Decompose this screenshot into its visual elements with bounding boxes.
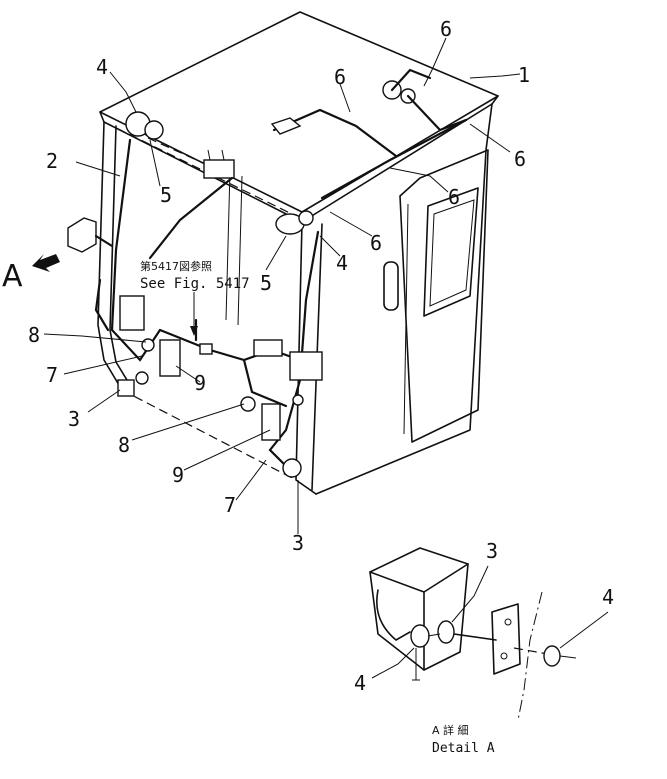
callout-3-left: 3 bbox=[68, 407, 80, 431]
callout-7-right: 7 bbox=[224, 493, 236, 517]
switch-box bbox=[289, 351, 323, 381]
callout-7-left: 7 bbox=[46, 363, 58, 387]
view-arrow-icon bbox=[32, 254, 60, 272]
callout-8-left: 8 bbox=[28, 323, 40, 347]
callout-4-detail-left: 4 bbox=[354, 671, 366, 695]
reference-note: 第5417図参照 See Fig. 5417 bbox=[140, 259, 250, 292]
detail-label-english: Detail A bbox=[432, 741, 495, 756]
note-english: See Fig. 5417 bbox=[140, 276, 250, 292]
pillar-harnesses bbox=[67, 138, 323, 478]
callout-1: 1 bbox=[518, 63, 530, 87]
cab-bottom-edge bbox=[121, 389, 297, 481]
callout-4-detail-right: 4 bbox=[602, 585, 614, 609]
detail-grommet-right bbox=[543, 645, 561, 667]
roof-harness-front bbox=[320, 118, 468, 200]
cab-roof bbox=[99, 11, 499, 213]
detail-spacer bbox=[437, 620, 455, 644]
detail-mounting-plate bbox=[491, 603, 521, 675]
cab-front-left-pillar bbox=[97, 121, 123, 391]
cab-right-side bbox=[315, 103, 493, 495]
callout-6-front: 6 bbox=[370, 231, 382, 255]
callout-4-center: 4 bbox=[336, 251, 348, 275]
detail-section-line bbox=[517, 591, 543, 721]
door-handle bbox=[383, 261, 399, 311]
cab-body bbox=[97, 11, 499, 495]
callout-9-right: 9 bbox=[172, 463, 184, 487]
window-mullion bbox=[225, 169, 243, 326]
view-arrow-a: A bbox=[2, 254, 60, 294]
clamp-right bbox=[240, 396, 256, 412]
relay-box bbox=[253, 339, 283, 357]
door-window bbox=[423, 187, 479, 317]
detail-a-view: A 詳 細 Detail A bbox=[369, 547, 609, 756]
callout-6-side: 6 bbox=[448, 185, 460, 209]
clip-bracket-left bbox=[159, 339, 181, 377]
dome-lamp bbox=[270, 117, 302, 135]
roof-harness bbox=[272, 108, 398, 158]
detail-grommet-housing bbox=[410, 624, 430, 648]
note-japanese: 第5417図参照 bbox=[140, 259, 212, 273]
callout-6-roof: 6 bbox=[334, 65, 346, 89]
callout-9-left: 9 bbox=[194, 371, 206, 395]
callout-3-right: 3 bbox=[292, 531, 304, 555]
view-marker: A bbox=[2, 259, 23, 294]
harness-right-pillar bbox=[268, 230, 320, 472]
connector bbox=[199, 343, 213, 355]
callout-5-left: 5 bbox=[160, 183, 172, 207]
wiper-motor bbox=[203, 159, 235, 179]
left-control-box bbox=[119, 295, 145, 331]
side-work-lamp bbox=[67, 217, 97, 253]
detail-lens bbox=[376, 589, 411, 641]
leader-lines bbox=[43, 37, 521, 534]
detail-label-japanese: A 詳 細 bbox=[432, 723, 469, 737]
callout-numbers: 1 6 6 6 6 6 4 4 5 5 2 8 7 9 3 8 9 7 3 3 … bbox=[28, 17, 614, 695]
callout-3-detail: 3 bbox=[486, 539, 498, 563]
callout-5-center: 5 bbox=[260, 271, 272, 295]
callout-2: 2 bbox=[46, 149, 58, 173]
clamp-left bbox=[117, 379, 135, 397]
detail-lamp-housing bbox=[369, 547, 469, 671]
clip-bracket-right bbox=[261, 403, 281, 441]
cab-door bbox=[399, 149, 489, 443]
roof-parts bbox=[125, 68, 468, 260]
callout-6-rear: 6 bbox=[514, 147, 526, 171]
callout-8-right: 8 bbox=[118, 433, 130, 457]
callout-6-top: 6 bbox=[440, 17, 452, 41]
callout-4-left: 4 bbox=[96, 55, 108, 79]
